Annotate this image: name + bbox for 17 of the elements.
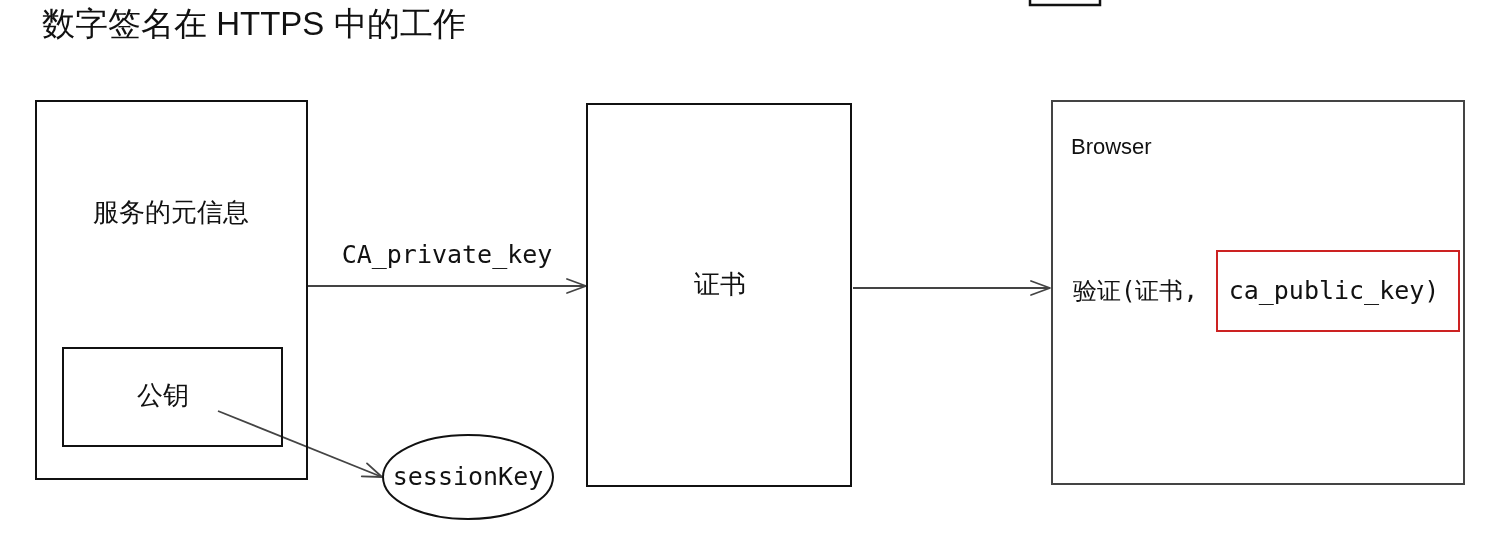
box-label: 服务的元信息 bbox=[92, 197, 249, 228]
arrow bbox=[852, 280, 1051, 296]
box-heading: Browser bbox=[1071, 134, 1152, 160]
highlight-box bbox=[1216, 250, 1460, 332]
process-box bbox=[35, 100, 308, 480]
box-label: 验证(证书, bbox=[1073, 278, 1198, 306]
ellipse-label: sessionKey bbox=[392, 462, 544, 492]
arrow bbox=[307, 278, 587, 294]
ellipse-node bbox=[382, 434, 554, 520]
box-label: 公钥 bbox=[137, 381, 189, 411]
process-box bbox=[1051, 100, 1465, 485]
arrow bbox=[217, 410, 383, 478]
diagram-title: 数字签名在 HTTPS 中的工作 bbox=[42, 5, 466, 43]
inner-box bbox=[61, 346, 283, 447]
box-label: 证书 bbox=[693, 269, 746, 300]
process-box bbox=[586, 103, 852, 487]
box-label: ca_public_key) bbox=[1228, 276, 1440, 306]
